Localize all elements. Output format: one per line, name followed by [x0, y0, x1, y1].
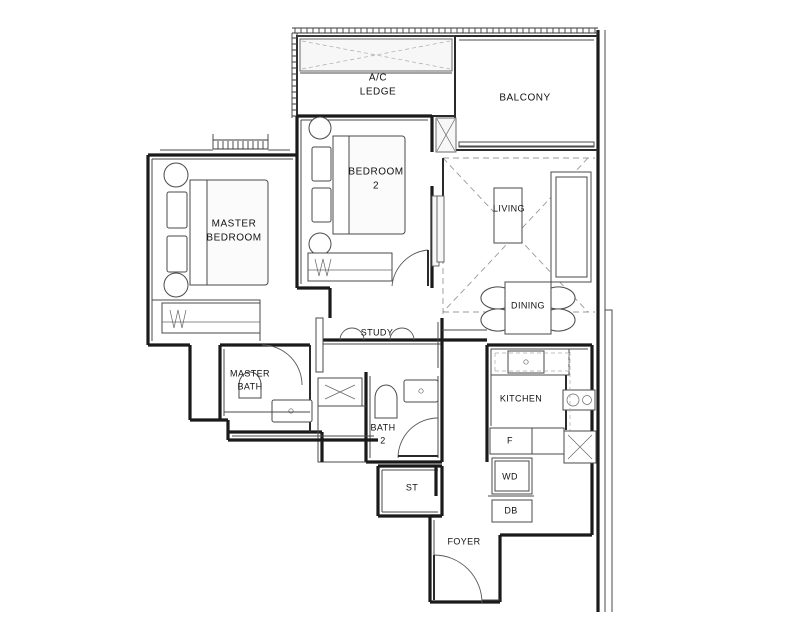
vanity-basin-icon	[271, 399, 313, 423]
label-master-bath-line2: BATH	[238, 381, 263, 391]
water-closet-icon	[374, 384, 398, 419]
label-bath-2-line1: BATH	[371, 422, 396, 432]
label-washer-dryer: WD	[502, 471, 518, 481]
door-swing-arc	[397, 417, 439, 459]
sofa-icon	[550, 171, 592, 283]
label-fridge: F	[507, 435, 513, 445]
foyer-area	[428, 516, 592, 604]
pillow-icon	[166, 235, 188, 273]
kitchen-sink-icon	[507, 350, 545, 374]
study-area	[315, 317, 444, 373]
label-dining: DINING	[511, 300, 545, 310]
bedroom-2-furniture	[307, 116, 429, 287]
label-balcony: BALCONY	[499, 93, 550, 104]
label-foyer: FOYER	[447, 536, 480, 546]
master-bedroom-furniture	[152, 162, 269, 341]
living-area	[436, 157, 595, 330]
ac-ledge-area	[291, 27, 598, 118]
wardrobe-icon	[307, 252, 393, 282]
entry-door-swing-arc	[433, 554, 483, 604]
label-distribution-board: DB	[504, 505, 517, 515]
tv-console-icon	[493, 187, 523, 244]
dining-chair-icon	[480, 308, 506, 332]
dining-area	[480, 281, 576, 335]
appliance-stack	[485, 427, 565, 523]
label-bath-2-line2: 2	[380, 435, 385, 445]
label-master-bath-line1: MASTER	[230, 368, 270, 378]
outer-boundary	[596, 30, 613, 612]
label-master-bedroom-line2: BEDROOM	[206, 233, 261, 244]
round-side-table-icon	[163, 162, 189, 188]
kitchen-area	[485, 343, 597, 535]
label-study: STUDY	[361, 327, 394, 337]
ac-ledge-louver-left	[291, 33, 298, 118]
label-bedroom-2-line2: 2	[373, 181, 379, 192]
corridor-walls	[226, 288, 487, 518]
bath-2-area	[317, 372, 444, 464]
dining-chair-icon	[550, 308, 576, 332]
bed-headboard-icon	[189, 179, 208, 286]
fridge-icon	[489, 427, 533, 455]
round-side-table-icon	[308, 232, 332, 256]
pillow-icon	[166, 191, 188, 229]
round-side-table-icon	[308, 116, 332, 140]
label-storage: ST	[406, 482, 418, 492]
pillow-icon	[311, 146, 332, 182]
bed-headboard-icon	[332, 135, 350, 235]
label-ac-ledge-line2: LEDGE	[360, 87, 396, 98]
balcony-area	[454, 35, 598, 151]
label-living: LIVING	[493, 203, 525, 213]
master-bedroom-ac-unit	[160, 134, 290, 151]
study-chair-icon	[389, 327, 415, 341]
vanity-basin-icon	[403, 379, 439, 403]
cabinet-icon	[531, 427, 565, 455]
door-swing-arc	[391, 249, 429, 287]
sliding-door-panel	[315, 317, 324, 373]
round-side-table-icon	[163, 272, 189, 298]
water-closet-icon	[238, 371, 262, 399]
label-ac-ledge-line1: A/C	[369, 73, 387, 84]
master-bedroom-walls	[146, 134, 297, 347]
label-bedroom-2-line1: BEDROOM	[348, 167, 403, 178]
master-bath-area	[188, 343, 322, 434]
washer-dryer-icon	[491, 457, 533, 495]
label-master-bedroom-line1: MASTER	[212, 219, 257, 230]
distribution-board-icon	[491, 499, 533, 523]
shower-tray-group	[317, 377, 363, 407]
ac-ledge-louver-top	[292, 27, 598, 34]
appliance-labels-group: F WD DB	[502, 435, 518, 515]
label-kitchen: KITCHEN	[500, 393, 542, 403]
room-labels-group: A/C LEDGE BALCONY BEDROOM 2 MASTER BEDRO…	[206, 73, 550, 547]
study-chair-icon	[339, 327, 365, 341]
door-swing-arc	[261, 344, 303, 386]
wardrobe-icon	[161, 302, 261, 334]
pillow-icon	[311, 187, 332, 223]
